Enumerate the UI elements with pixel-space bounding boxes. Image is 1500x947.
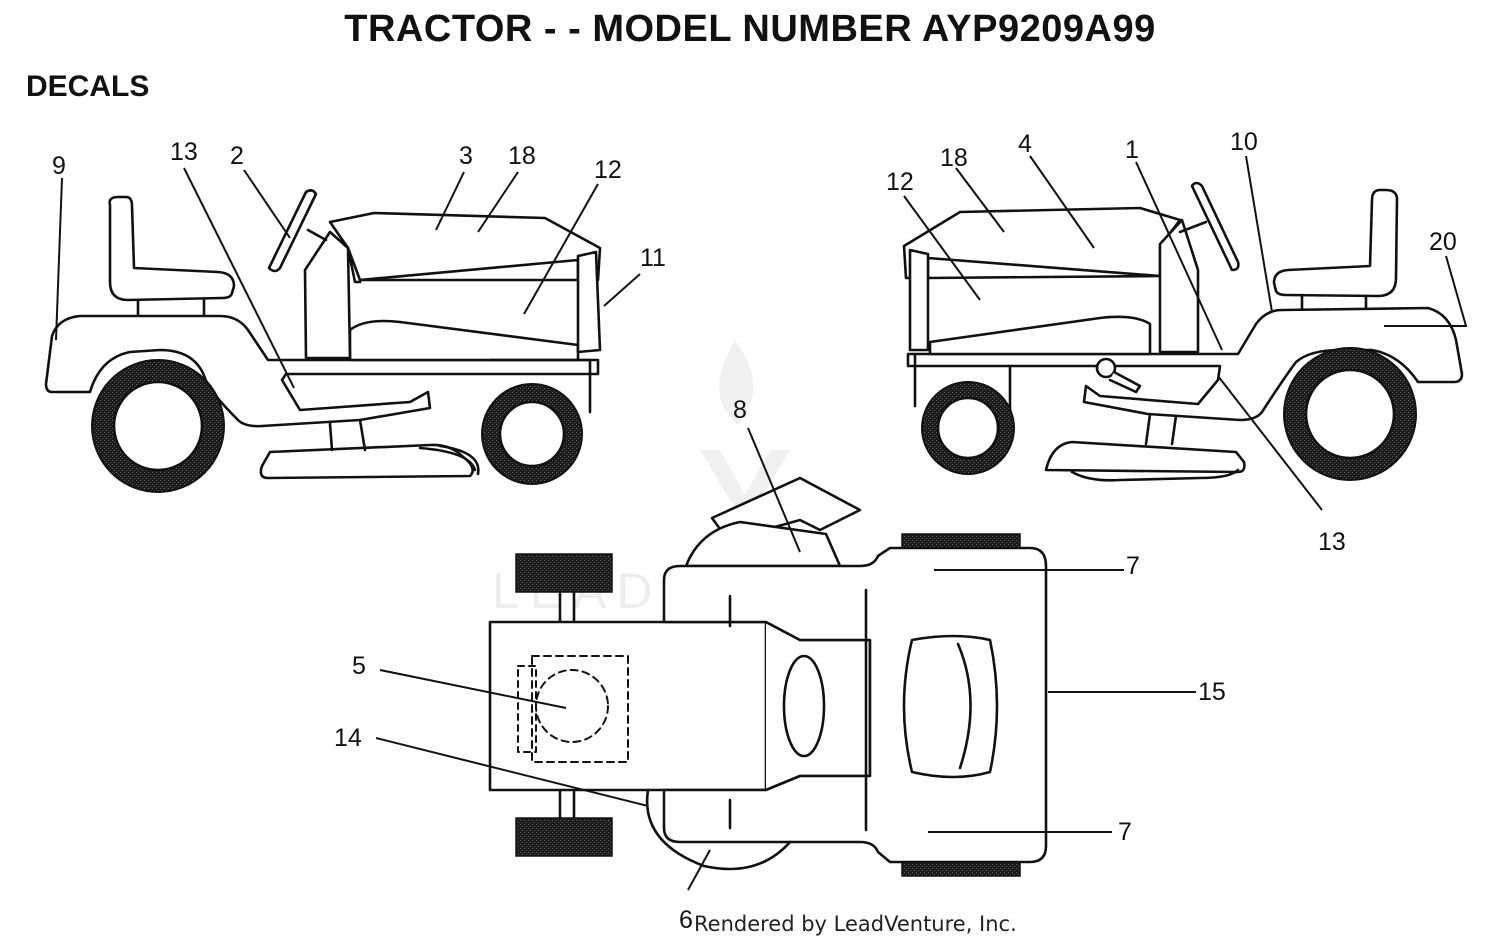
callout-number: 18 [508,142,536,170]
callout-number: 11 [640,244,666,272]
callout-leader-lines [55,155,1468,891]
callout-numbers: 9 13 2 3 18 12 11 12 18 4 1 10 20 13 8 7… [52,128,1457,934]
grille [908,248,930,352]
tractor-left-view [44,189,602,480]
callout-number: 18 [940,144,968,172]
seat-icon [108,195,236,302]
page-title: TRACTOR - - MODEL NUMBER AYP9209A99 [344,8,1156,50]
callout-number: 10 [1230,128,1258,156]
mower-deck [1044,440,1246,474]
seat-top-icon [902,634,999,779]
rear-fender [906,306,1464,422]
rear-body-top [662,546,1048,864]
grille [576,250,602,354]
callout-number: 14 [334,724,362,752]
callout-number: 13 [1318,528,1346,556]
callout-number: 5 [352,652,366,680]
steering-wheel-icon [1190,181,1240,272]
hood [902,206,1182,280]
steering-wheel-icon [267,189,318,273]
footer-credit: Rendered by LeadVenture, Inc. [694,912,1017,936]
section-title: DECALS [26,70,150,103]
callout-number: 12 [886,168,914,196]
tractor-right-view [902,181,1464,482]
tractor-left-wheels [91,359,583,493]
callout-number: 12 [594,156,622,184]
watermark-logo-icon [700,340,790,525]
hood [328,211,602,282]
callout-number: 8 [733,396,747,424]
tractor-top-wheels [515,533,1021,877]
tractor-right-wheels [921,347,1417,481]
seat-icon [1272,188,1399,298]
rear-fender [44,314,600,428]
callout-number: 6 [679,906,693,934]
callout-number: 7 [1118,818,1132,846]
callout-number: 9 [52,152,66,180]
callout-number: 2 [230,142,244,170]
tractor-top-view [488,476,1048,871]
callout-number: 7 [1126,552,1140,580]
callout-number: 20 [1429,228,1457,256]
callout-number: 15 [1198,678,1226,706]
callout-number: 3 [459,142,473,170]
callout-number: 13 [170,138,198,166]
callout-number: 1 [1125,136,1139,164]
callout-number: 4 [1018,130,1032,158]
